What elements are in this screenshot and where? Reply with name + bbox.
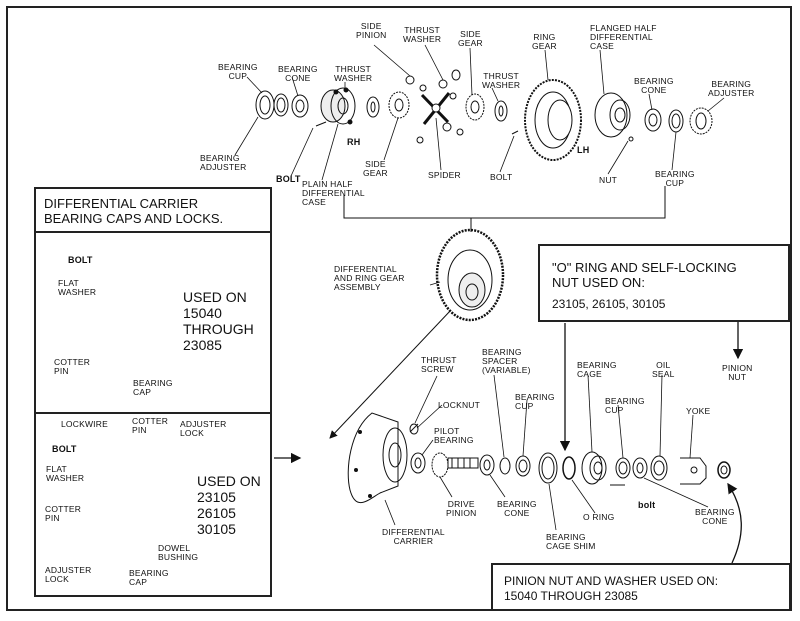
caps-top-used-on: USED ON 15040 THROUGH 23085 <box>183 289 254 353</box>
diagram-frame <box>6 6 792 611</box>
inner-bearing-cone-part <box>479 454 495 476</box>
label-cage-bolt: bolt <box>638 500 656 510</box>
cage-shim-part <box>538 452 558 484</box>
label-adjuster-lock-bottom: ADJUSTER LOCK <box>45 565 92 584</box>
right-bearing-cone-part <box>644 108 662 132</box>
label-cotter-pin-left: COTTER PIN <box>45 504 82 523</box>
label-bearing-adjuster-right: BEARING ADJUSTER <box>708 79 755 98</box>
spider-part <box>420 92 451 125</box>
o-ring-nut-box: "O" RING AND SELF-LOCKING NUT USED ON: 2… <box>538 244 790 322</box>
label-nut: NUT <box>599 175 618 185</box>
side-gear-left-part <box>388 91 410 119</box>
outer-bearing-cone-part <box>632 457 648 479</box>
bearing-spacer-part <box>499 457 511 475</box>
label-bearing-cage-shim: BEARING CAGE SHIM <box>546 532 596 551</box>
label-cotter-pin-top: COTTER PIN <box>132 416 169 435</box>
diff-ring-gear-assembly-part <box>435 228 505 322</box>
label-pilot-bearing: PILOT BEARING <box>434 426 474 445</box>
left-bearing-cup-part <box>273 93 289 117</box>
label-lockwire: LOCKWIRE <box>61 419 108 429</box>
label-oil-seal: OIL SEAL <box>652 360 675 379</box>
nut-part <box>628 136 634 142</box>
inner-bearing-cup-part <box>515 455 531 477</box>
caps-and-locks-box: DIFFERENTIAL CARRIER BEARING CAPS AND LO… <box>34 187 272 597</box>
label-bearing-spacer: BEARING SPACER (VARIABLE) <box>482 347 531 375</box>
thrust-screw-part <box>409 423 419 435</box>
label-thrust-washer-top: THRUST WASHER <box>403 25 442 44</box>
o-ring-part <box>562 456 576 480</box>
label-bearing-cone-a: BEARING CONE <box>497 499 537 518</box>
outer-bearing-cup-part <box>615 457 631 479</box>
caps-box-divider-2 <box>36 412 270 414</box>
flanged-half-case-part <box>594 92 631 138</box>
right-bearing-cup-part <box>668 109 684 133</box>
left-bolt-part <box>315 121 327 127</box>
label-bearing-cup-right: BEARING CUP <box>655 169 695 188</box>
label-bearing-cup-b: BEARING CUP <box>605 396 645 415</box>
label-caps-bearing-cap: BEARING CAP <box>133 378 173 397</box>
label-differential-carrier: DIFFERENTIAL CARRIER <box>382 527 445 546</box>
plain-half-case-part <box>320 87 356 125</box>
pinion-nut-washer-box: PINION NUT AND WASHER USED ON: 15040 THR… <box>491 563 791 611</box>
label-rh: RH <box>347 137 361 147</box>
o-ring-box-models: 23105, 26105, 30105 <box>552 297 666 311</box>
label-caps-bolt: BOLT <box>68 255 93 265</box>
label-side-gear-top: SIDE GEAR <box>458 29 483 48</box>
label-bearing-cup-left: BEARING CUP <box>218 62 258 81</box>
right-bearing-adjuster-part <box>689 107 713 135</box>
label-side-gear-bottom: SIDE GEAR <box>363 159 388 178</box>
label-side-pinion: SIDE PINION <box>356 21 387 40</box>
label-drive-pinion: DRIVE PINION <box>446 499 477 518</box>
caps-box-title: DIFFERENTIAL CARRIER BEARING CAPS AND LO… <box>44 196 224 226</box>
pilot-bearing-part <box>410 452 426 474</box>
label-bottom-bearing-cap: BEARING CAP <box>129 568 169 587</box>
label-lh: LH <box>577 145 590 155</box>
left-thrust-washer-part <box>366 96 380 118</box>
label-thrust-screw: THRUST SCREW <box>421 355 457 374</box>
label-spider: SPIDER <box>428 170 461 180</box>
label-bearing-cup-a: BEARING CUP <box>515 392 555 411</box>
right-thrust-washer-part <box>494 100 508 122</box>
bearing-cage-part <box>581 451 607 485</box>
yoke-part <box>680 457 707 485</box>
o-ring-box-title: "O" RING AND SELF-LOCKING NUT USED ON: <box>552 260 737 290</box>
label-bearing-cone-left: BEARING CONE <box>278 64 318 83</box>
label-plain-half-case: PLAIN HALF DIFFERENTIAL CASE <box>302 179 365 207</box>
label-adjuster-lock-top: ADJUSTER LOCK <box>180 419 227 438</box>
label-bearing-cone-b: BEARING CONE <box>695 507 735 526</box>
pinion-nut-part <box>717 461 731 479</box>
label-thrust-washer-left: THRUST WASHER <box>334 64 373 83</box>
label-ring-gear: RING GEAR <box>532 32 557 51</box>
left-bearing-cone-part <box>291 94 309 118</box>
label-bearing-cone-right: BEARING CONE <box>634 76 674 95</box>
oil-seal-part <box>650 455 668 481</box>
label-bottom-flat-washer: FLAT WASHER <box>46 464 85 483</box>
small-pinions-part <box>405 69 464 144</box>
caps-bottom-used-on: USED ON 23105 26105 30105 <box>197 473 261 537</box>
label-yoke: YOKE <box>686 406 711 416</box>
drive-pinion-part <box>431 452 479 478</box>
left-bearing-adjuster-part <box>255 90 275 120</box>
label-dowel-bushing: DOWEL BUSHING <box>158 543 199 562</box>
label-bolt-left: BOLT <box>276 174 301 184</box>
label-bolt-mid: BOLT <box>490 172 513 182</box>
caps-box-divider-1 <box>36 231 270 233</box>
side-gear-right-part <box>465 93 485 121</box>
label-caps-cotter-pin: COTTER PIN <box>54 357 91 376</box>
label-caps-flat-washer: FLAT WASHER <box>58 278 97 297</box>
label-diff-ring-assembly: DIFFERENTIAL AND RING GEAR ASSEMBLY <box>334 264 405 292</box>
label-locknut: LOCKNUT <box>438 400 481 410</box>
label-bearing-cage: BEARING CAGE <box>577 360 617 379</box>
label-bottom-bolt: BOLT <box>52 444 77 454</box>
label-o-ring: O RING <box>583 512 615 522</box>
label-pinion-nut: PINION NUT <box>722 363 753 382</box>
pinion-nut-box-text: PINION NUT AND WASHER USED ON: 15040 THR… <box>504 574 719 603</box>
differential-carrier-part <box>347 412 408 503</box>
ring-gear-part <box>524 79 582 161</box>
label-flanged-half-case: FLANGED HALF DIFFERENTIAL CASE <box>590 23 657 51</box>
mid-bolt-part <box>511 130 519 135</box>
label-thrust-washer-mid: THRUST WASHER <box>482 71 521 90</box>
label-bearing-adjuster-left: BEARING ADJUSTER <box>200 153 247 172</box>
